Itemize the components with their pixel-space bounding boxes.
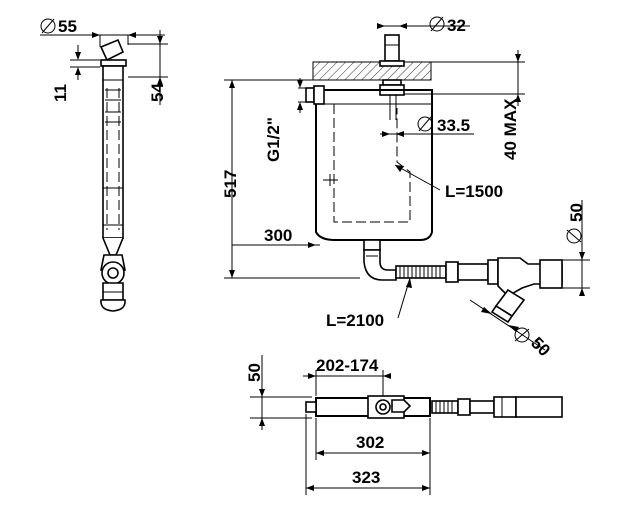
dim-hose-1500: L=1500 — [445, 182, 503, 201]
dim-54: 54 — [148, 83, 167, 102]
dim-diameter-55: 55 — [58, 17, 77, 36]
top-view: 202-174 50 302 — [245, 355, 563, 495]
dim-diameter-32: 32 — [447, 16, 466, 35]
dim-40-max: 40 MAX — [501, 98, 520, 160]
dim-thread-g12: G1/2" — [264, 117, 283, 162]
dim-202-174: 202-174 — [316, 356, 379, 375]
dim-517: 517 — [221, 170, 240, 198]
side-view: 55 11 54 — [40, 17, 168, 312]
dim-11: 11 — [51, 84, 70, 102]
front-view: 32 40 MAX G1/2" — [221, 16, 590, 360]
dim-302: 302 — [356, 433, 384, 452]
dim-diameter-50-angled: 50 — [527, 333, 554, 360]
dim-300: 300 — [264, 226, 292, 245]
dim-diameter-50-vertical: 50 — [567, 203, 586, 222]
dim-diameter-33-5: 33.5 — [437, 116, 470, 135]
dim-50-top: 50 — [245, 363, 264, 382]
hose-corrugations-top — [435, 401, 453, 413]
dim-hose-2100: L=2100 — [326, 311, 384, 330]
dim-323: 323 — [352, 468, 380, 487]
hose-corrugations — [399, 266, 441, 278]
